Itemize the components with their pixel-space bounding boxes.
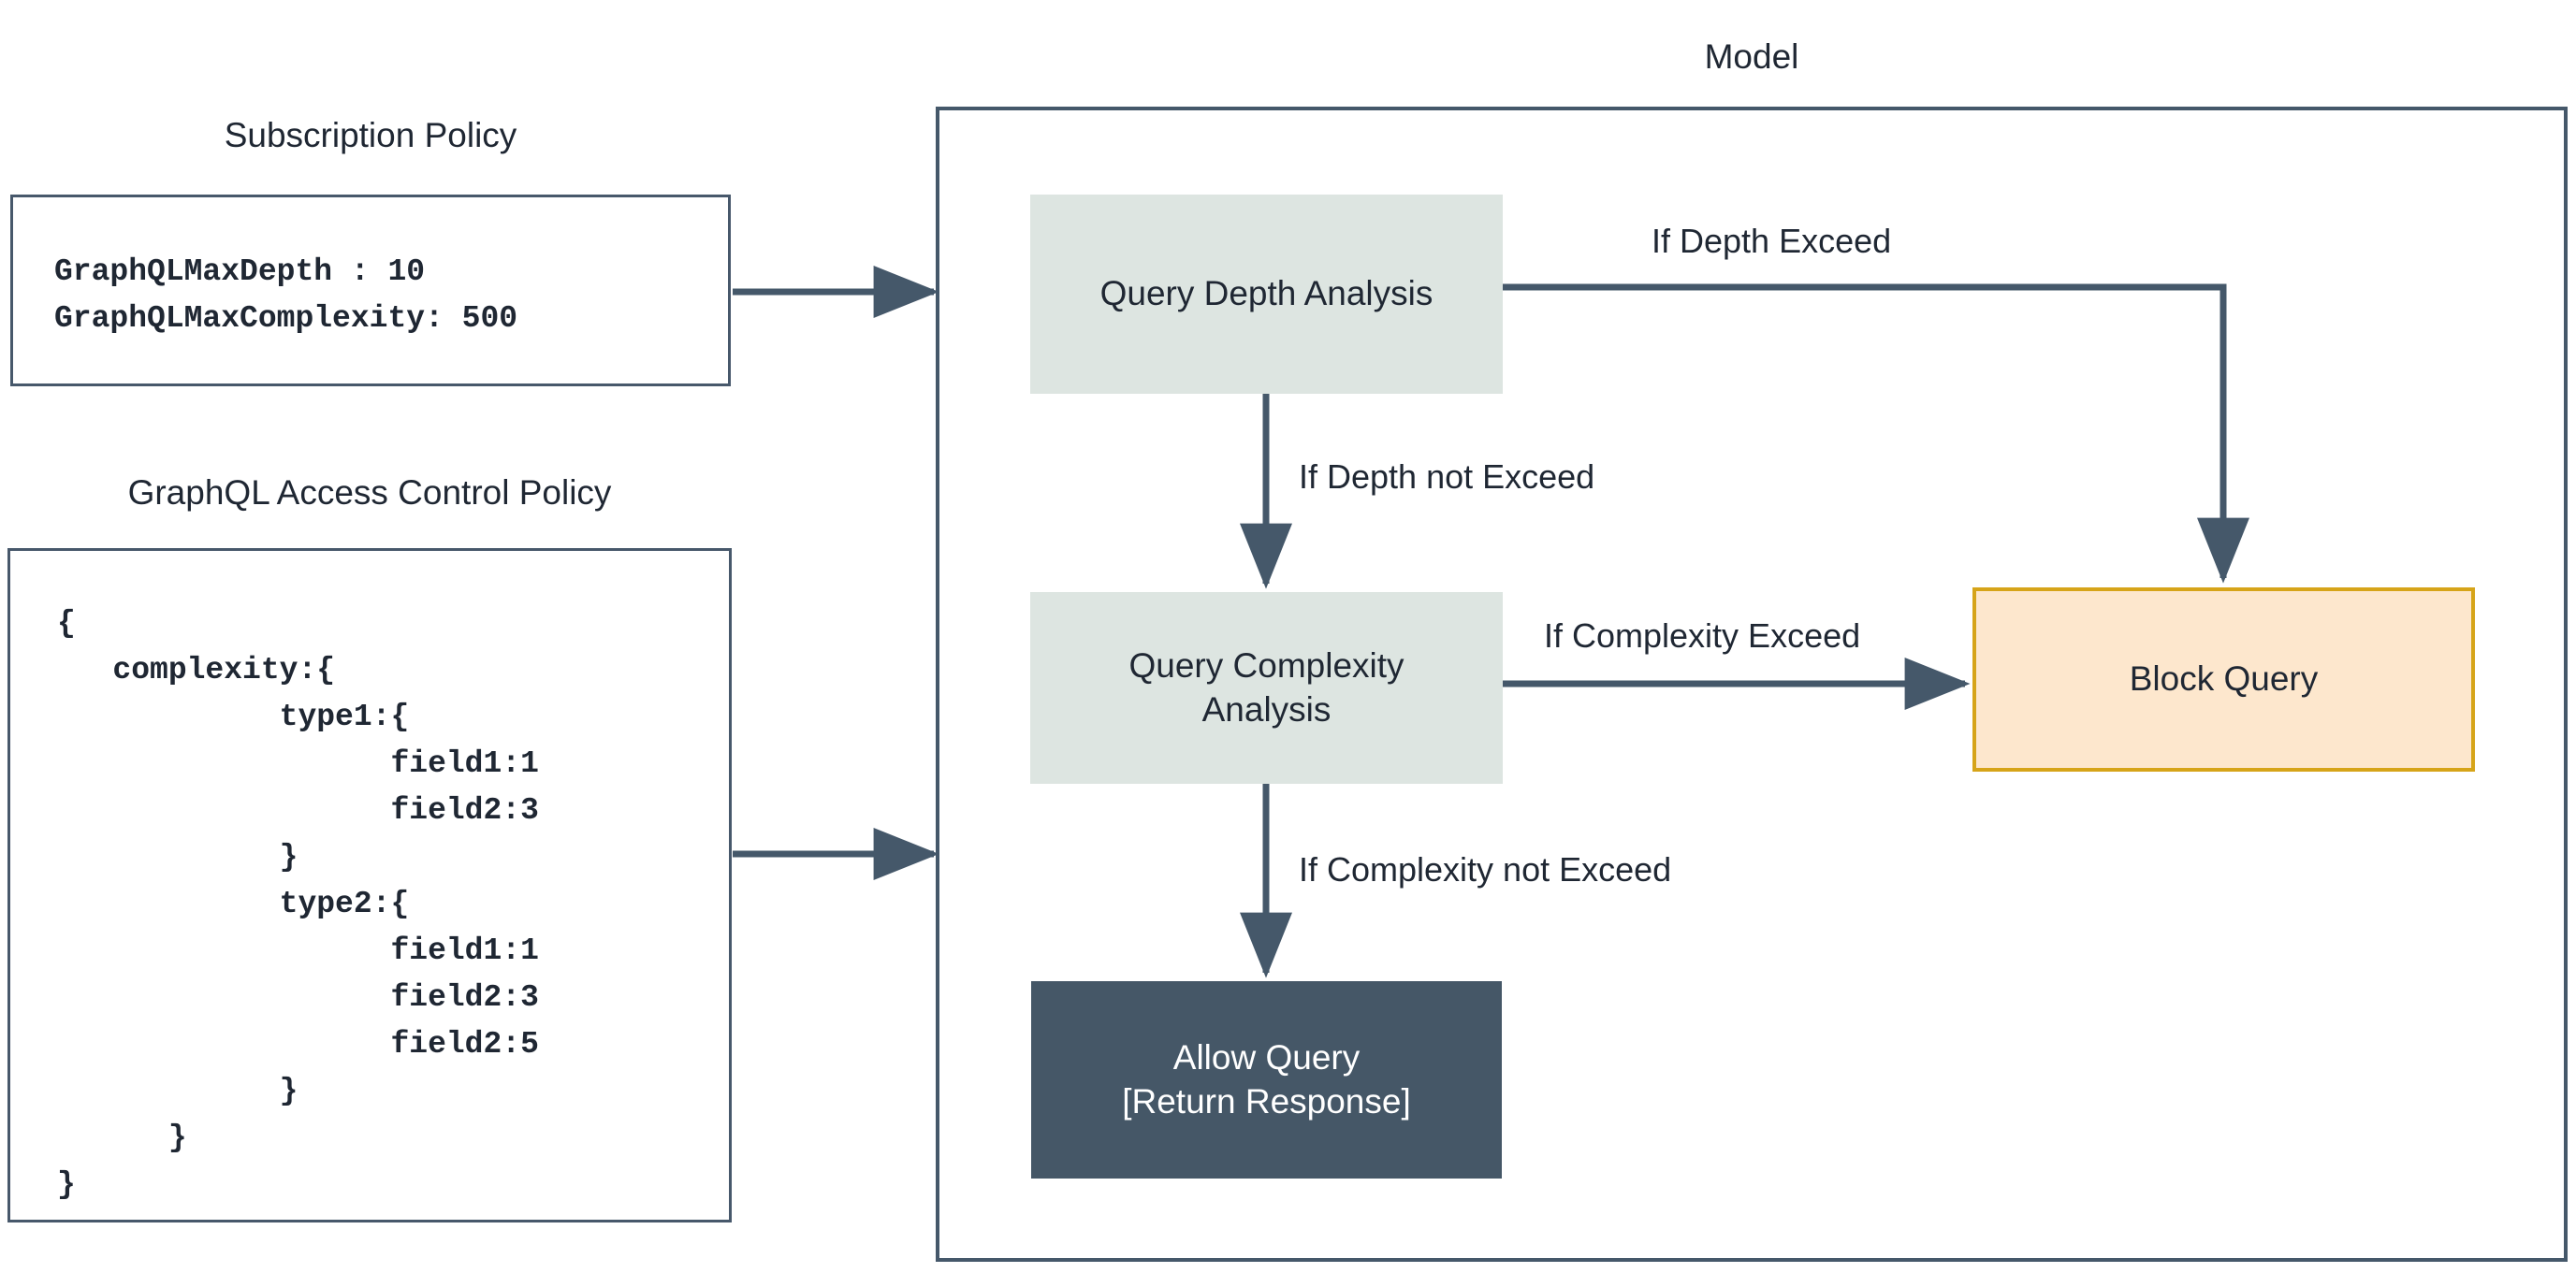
node-query-complexity-analysis-label-line1: Query Complexity [1128,646,1404,686]
node-query-complexity-analysis[interactable]: Query Complexity Analysis [1030,592,1503,784]
model-container [936,107,2568,1262]
node-query-depth-analysis[interactable]: Query Depth Analysis [1030,195,1503,394]
edge-label-depth-exceed: If Depth Exceed [1652,222,1892,260]
edge-label-complexity-not-exceed: If Complexity not Exceed [1299,850,1672,889]
node-block-query-label: Block Query [2129,659,2319,699]
model-title: Model [1704,37,1799,76]
node-query-depth-analysis-label: Query Depth Analysis [1099,274,1434,313]
edge-label-complexity-exceed: If Complexity Exceed [1544,616,1861,655]
node-allow-query-label-line1: Allow Query [1172,1038,1361,1078]
node-block-query[interactable]: Block Query [1972,587,2475,772]
subscription-policy-caption: Subscription Policy [224,116,517,154]
subscription-policy-code: GraphQLMaxDepth : 10 GraphQLMaxComplexit… [54,254,518,336]
node-query-complexity-analysis-label-line2: Analysis [1201,689,1332,729]
edge-label-depth-not-exceed: If Depth not Exceed [1299,457,1595,496]
access-control-policy-code: { complexity:{ type1:{ field1:1 field2:3… [57,606,539,1202]
node-allow-query-label-line2: [Return Response] [1122,1081,1411,1121]
node-allow-query[interactable]: Allow Query [Return Response] [1031,981,1502,1179]
access-control-policy-box: { complexity:{ type1:{ field1:1 field2:3… [7,548,732,1222]
subscription-policy-box: GraphQLMaxDepth : 10 GraphQLMaxComplexit… [10,195,731,386]
access-control-policy-caption: GraphQL Access Control Policy [127,473,612,512]
